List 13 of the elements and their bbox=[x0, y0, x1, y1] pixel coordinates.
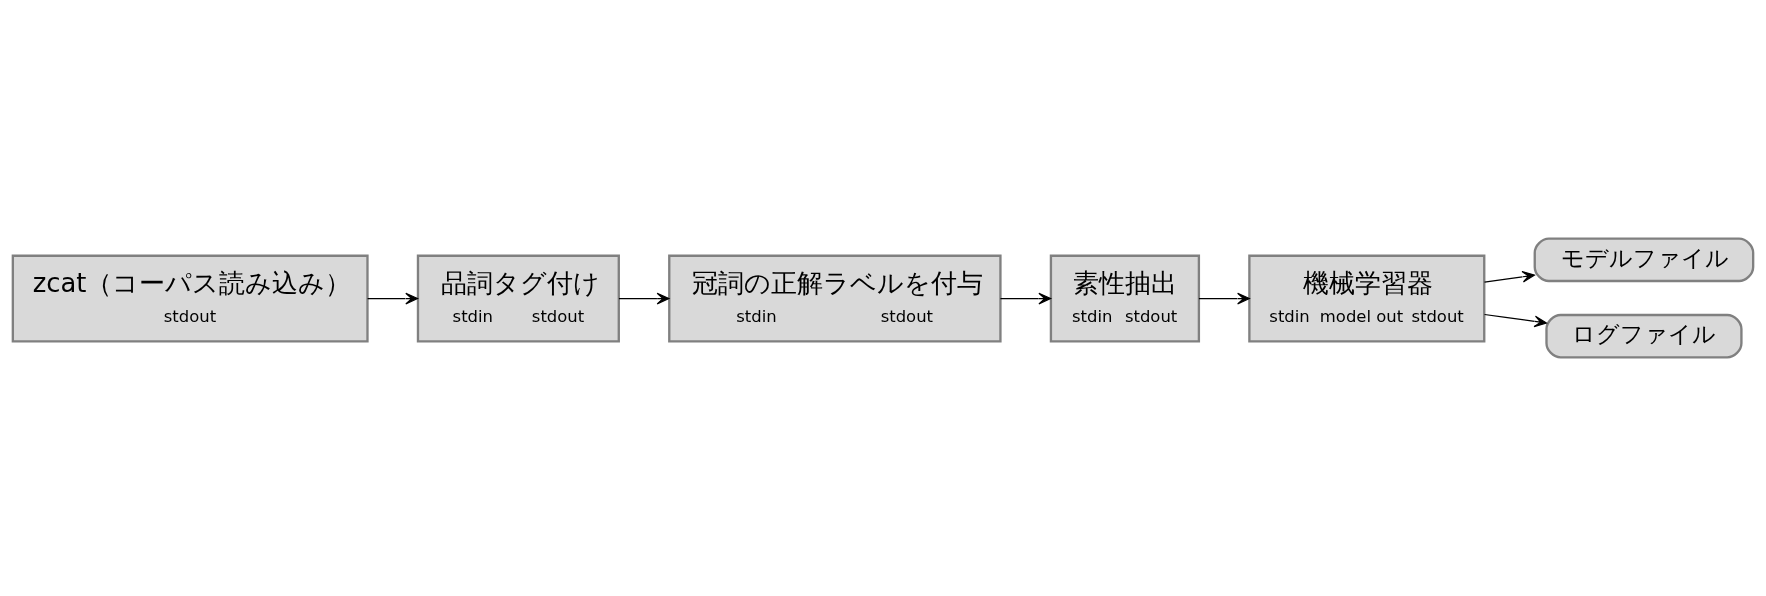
node-box: モデルファイル bbox=[1533, 237, 1755, 283]
node-box: 機械学習器 stdin model out stdout bbox=[1248, 254, 1486, 343]
node-box: 品詞タグ付け stdin stdout bbox=[416, 254, 620, 343]
node-box: 素性抽出 stdin stdout bbox=[1049, 254, 1201, 343]
arrow bbox=[618, 292, 670, 305]
arrow bbox=[1483, 313, 1547, 328]
node-box: 冠詞の正解ラベルを付与 stdin stdout bbox=[668, 254, 1002, 343]
arrow bbox=[367, 292, 419, 305]
arrow bbox=[1198, 292, 1250, 305]
arrow bbox=[999, 292, 1052, 305]
node-box: ログファイル bbox=[1545, 313, 1743, 359]
arrow bbox=[1483, 270, 1535, 283]
node-box: zcat（コーパス読み込み） stdout bbox=[11, 254, 369, 343]
